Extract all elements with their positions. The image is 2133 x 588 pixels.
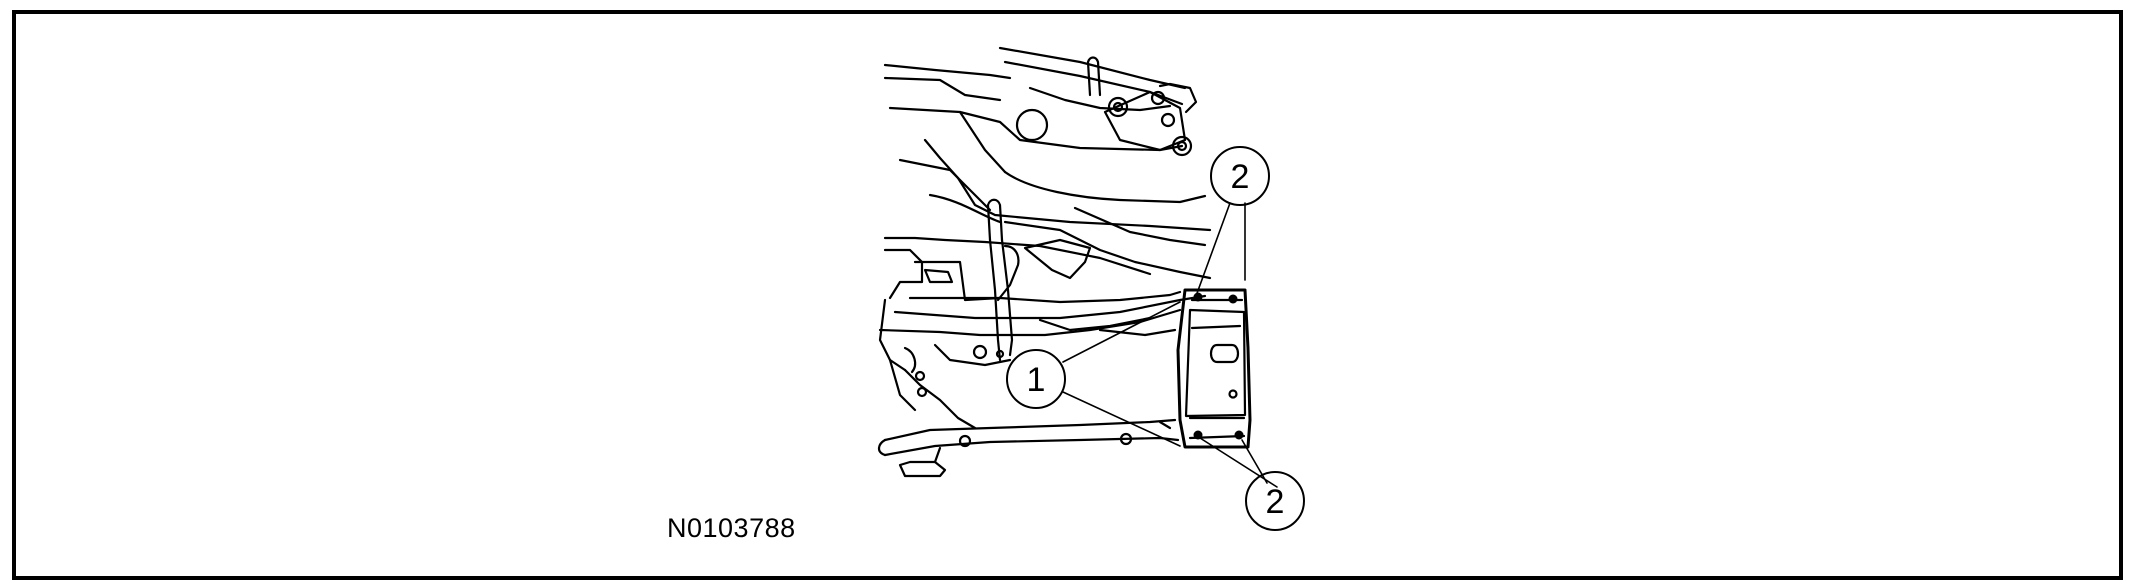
callout-2-bottom-circle (1245, 471, 1305, 531)
callout-circles (1006, 146, 1305, 531)
fender-contour (898, 138, 1212, 280)
callout-1-label: 1 (1027, 361, 1046, 399)
callout-2-bottom-label: 2 (1266, 483, 1285, 521)
figure-id-label: N0103788 (667, 513, 796, 543)
callout-2-top-label: 2 (1231, 158, 1250, 196)
callout-1-circle (1006, 349, 1066, 409)
hood-hinge-assembly (883, 46, 1207, 204)
leader-lines (1062, 202, 1278, 488)
callout-2-top-circle (1210, 146, 1270, 206)
figure-frame (12, 10, 2123, 580)
lower-frame-rail (877, 418, 1180, 478)
mounting-bracket (1176, 288, 1252, 449)
